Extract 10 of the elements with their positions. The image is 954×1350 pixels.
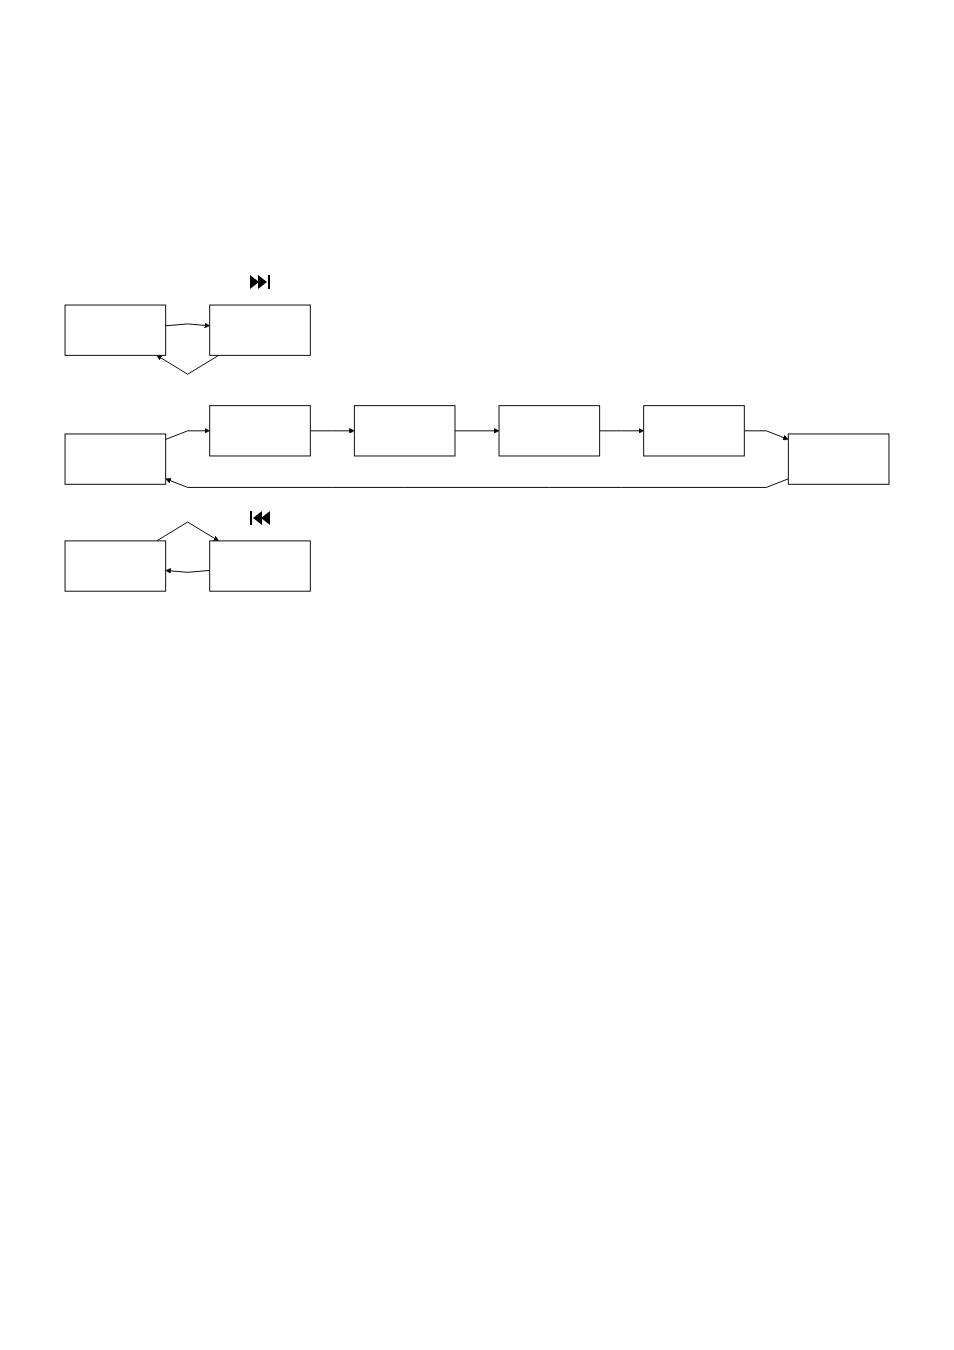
- node-box: [64, 540, 167, 592]
- node-box: [643, 405, 745, 457]
- node-box: [209, 304, 311, 356]
- node-box: [787, 433, 890, 485]
- node-box: [209, 405, 311, 457]
- node-box: [64, 304, 167, 356]
- node-box: [353, 405, 456, 457]
- node-box: [209, 540, 311, 592]
- node-box: [64, 433, 167, 485]
- node-box: [498, 405, 601, 457]
